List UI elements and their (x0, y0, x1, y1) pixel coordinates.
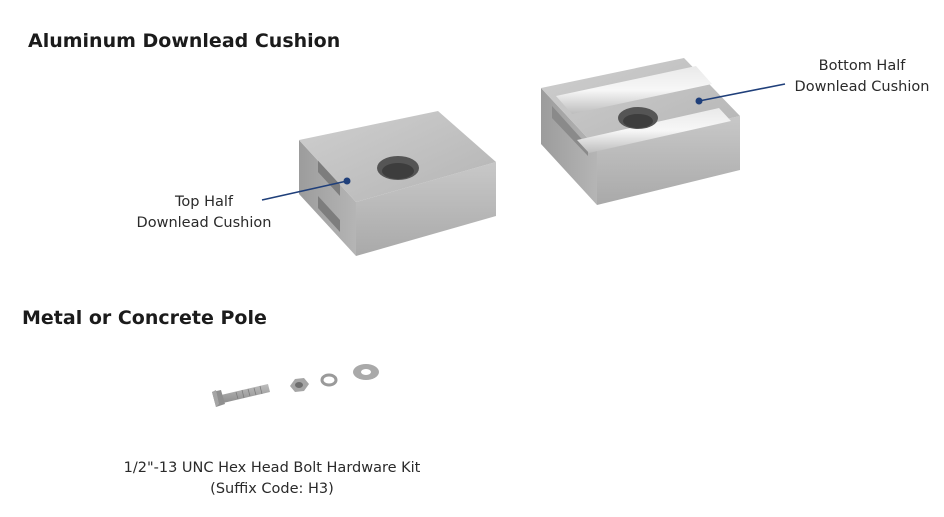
hex-nut (290, 378, 309, 392)
bottom-half-cushion (541, 58, 740, 205)
heading-aluminum-downlead-cushion: Aluminum Downlead Cushion (28, 30, 341, 52)
top-half-callout-label: Top Half Downlead Cushion (136, 194, 272, 231)
callout-top-half (261, 177, 351, 201)
hardware-kit (212, 364, 379, 407)
heading-metal-or-concrete-pole: Metal or Concrete Pole (22, 307, 267, 329)
hex-bolt (212, 384, 270, 407)
top-half-cushion (299, 111, 496, 256)
flat-washer (353, 364, 379, 380)
hardware-kit-label: 1/2"-13 UNC Hex Head Bolt Hardware Kit (… (123, 460, 421, 497)
bottom-half-callout-label: Bottom Half Downlead Cushion (794, 58, 930, 95)
callout-bottom-half (695, 83, 786, 105)
lock-washer (320, 373, 338, 387)
